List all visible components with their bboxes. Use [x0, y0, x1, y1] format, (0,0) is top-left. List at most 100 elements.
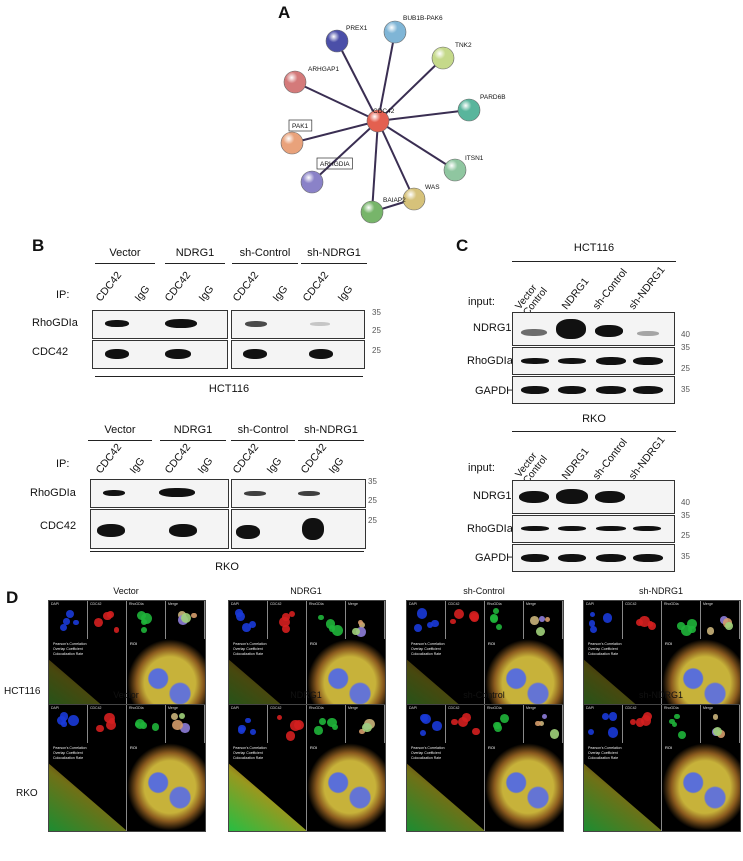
channel-tile: CDC42	[623, 601, 662, 640]
column-header: NDRG1	[290, 586, 322, 596]
roi-label: ROI	[665, 745, 673, 750]
mw-marker: 25	[368, 516, 377, 525]
channel-tile: Merge	[346, 601, 385, 640]
channel-tile: CDC42	[623, 705, 662, 744]
network-edge	[294, 81, 379, 122]
group-line	[165, 263, 225, 264]
channel-tile: DAPI	[407, 705, 446, 744]
stat-label: Pearson's Correlation	[233, 642, 267, 646]
node-tnk2	[431, 46, 455, 70]
channel-label: DAPI	[51, 706, 60, 710]
cell-line-bar	[512, 431, 676, 432]
group-line	[298, 440, 364, 441]
lane-label: IgG	[196, 283, 217, 304]
channel-label: RhoGDIa	[664, 706, 679, 710]
network-edge	[291, 120, 379, 144]
mw-marker: 40	[681, 330, 690, 339]
node-label: CDC42	[373, 108, 395, 115]
channel-tile: CDC42	[268, 705, 307, 744]
blot-gapdh	[512, 376, 675, 404]
channel-label: RhoGDIa	[129, 706, 144, 710]
channel-label: DAPI	[51, 602, 60, 606]
network-edge	[311, 120, 379, 183]
stat-label: Overlap Coefficient	[233, 751, 263, 755]
blot-rhogdia-left	[90, 479, 229, 508]
node-label-box	[316, 157, 353, 170]
blot-cdc42-left	[92, 340, 228, 369]
mw-marker: 25	[681, 364, 690, 373]
node-label: BUB1B-PAK6	[403, 15, 443, 22]
channel-label: CDC42	[448, 706, 460, 710]
mw-marker: 25	[372, 346, 381, 355]
lane-label: IgG	[264, 455, 285, 476]
channel-label: Merge	[703, 602, 713, 606]
stat-label: Overlap Coefficient	[411, 647, 441, 651]
lane-label: CDC42	[162, 441, 194, 476]
row-label-cdc42: CDC42	[40, 520, 77, 532]
node-label: ARHGDIA	[320, 161, 350, 168]
channel-tile: Merge	[701, 601, 740, 640]
stat-label: Overlap Coefficient	[588, 751, 618, 755]
column-header: sh-Control	[463, 586, 505, 596]
channel-label: CDC42	[90, 706, 102, 710]
channel-label: Merge	[526, 602, 536, 606]
mw-marker: 35	[681, 385, 690, 394]
channel-tile: Merge	[166, 601, 205, 640]
roi-label: ROI	[488, 745, 496, 750]
stat-label: Colocalization Rate	[588, 652, 619, 656]
mw-marker: 25	[368, 496, 377, 505]
mw-marker: 35	[681, 552, 690, 561]
lane-label: CDC42	[230, 269, 262, 304]
row-label-gapdh: GAPDH	[475, 552, 515, 564]
roi-merge-image: ROI	[307, 743, 385, 831]
channel-tile: Merge	[346, 705, 385, 744]
blot-cdc42-right	[231, 340, 365, 369]
stat-label: Overlap Coefficient	[53, 751, 83, 755]
row-label-rhogdia: RhoGDIa	[467, 355, 513, 367]
channel-label: Merge	[703, 706, 713, 710]
node-label: ARHGAP1	[308, 66, 339, 73]
channel-tile: RhoGDIa	[485, 705, 524, 744]
channel-label: CDC42	[270, 602, 282, 606]
stat-label: Pearson's Correlation	[588, 642, 622, 646]
channel-tile: CDC42	[268, 601, 307, 640]
channel-label: Merge	[348, 706, 358, 710]
channel-label: DAPI	[409, 602, 418, 606]
group-header-sh-ndrg1: sh-NDRG1	[307, 247, 361, 259]
lane-label: sh-NDRG1	[626, 264, 668, 312]
blot-ndrg1	[512, 312, 675, 346]
mw-marker: 25	[681, 531, 690, 540]
network-edge	[377, 120, 415, 200]
node-pard6b	[457, 98, 481, 122]
channel-label: Merge	[526, 706, 536, 710]
row-label-rhogdia: RhoGDIa	[467, 523, 513, 535]
channel-tile: DAPI	[49, 601, 88, 640]
row-label-hct116: HCT116	[4, 686, 41, 697]
channel-tile: DAPI	[229, 601, 268, 640]
row-label-gapdh: GAPDH	[475, 385, 515, 397]
stat-label: Pearson's Correlation	[411, 642, 445, 646]
network-edge	[377, 120, 456, 171]
channel-tile: DAPI	[584, 601, 623, 640]
stat-label: Pearson's Correlation	[233, 746, 267, 750]
lane-label: CDC42	[93, 269, 125, 304]
group-header-sh-control: sh-Control	[237, 424, 289, 436]
lane-label: IgG	[195, 455, 216, 476]
channel-tile: RhoGDIa	[662, 705, 701, 744]
group-header-vector: Vector	[104, 424, 136, 436]
channel-tile: Merge	[701, 705, 740, 744]
blot-rhogdia	[512, 347, 675, 375]
roi-label: ROI	[488, 641, 496, 646]
column-header: Vector	[113, 690, 139, 700]
mw-marker: 35	[372, 308, 381, 317]
node-prex1	[325, 29, 349, 53]
roi-merge-image: ROI	[485, 743, 563, 831]
mw-marker: 40	[681, 498, 690, 507]
channel-tile: Merge	[166, 705, 205, 744]
network-edge	[371, 120, 379, 213]
